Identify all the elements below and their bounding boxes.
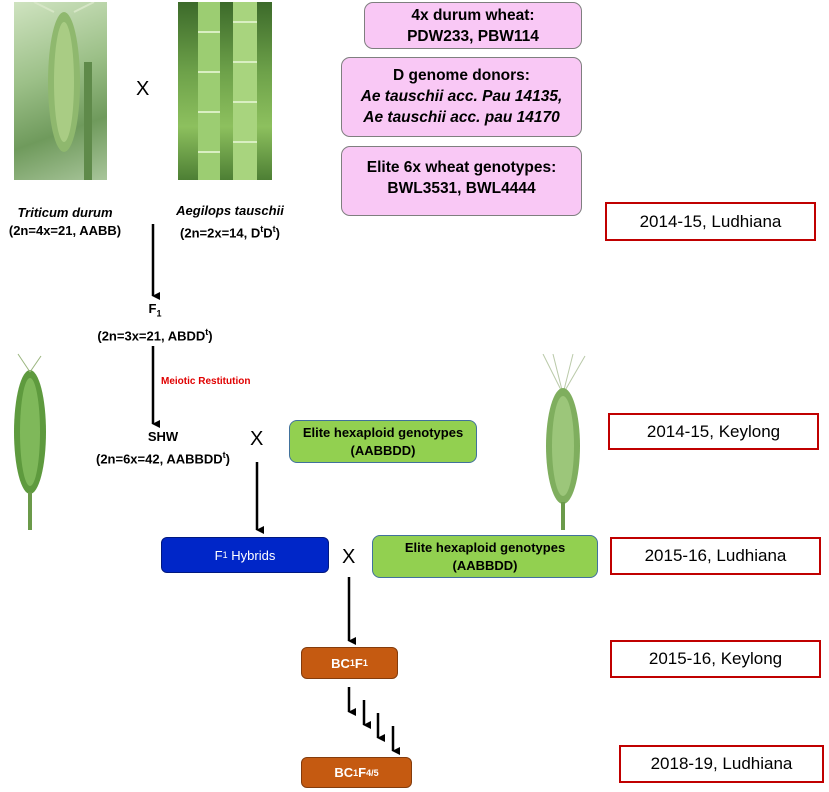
season-box-5: 2018-19, Ludhiana: [619, 745, 824, 783]
f1-label: F1 (2n=3x=21, ABDDt): [80, 300, 230, 345]
durum-name: Triticum durum: [17, 205, 113, 220]
tauschii-formula: (2n=2x=14, DtDt): [180, 224, 280, 241]
d-genome-donors-box: D genome donors: Ae tauschii acc. Pau 14…: [341, 57, 582, 137]
triticum-durum-photo: [14, 2, 107, 180]
season-box-4: 2015-16, Keylong: [610, 640, 821, 678]
shw-spike-photo: [3, 352, 57, 530]
cross-symbol-shw: X: [250, 428, 264, 450]
elite-hexaploid-box-2: Elite hexaploid genotypes (AABBDD): [372, 535, 598, 578]
shw-label: SHW (2n=6x=42, AABBDDt): [78, 428, 248, 468]
season-box-1: 2014-15, Ludhiana: [605, 202, 816, 241]
meiotic-restitution-label: Meiotic Restitution: [161, 376, 251, 387]
elite-hexaploid-spike-photo: [533, 354, 593, 530]
tauschii-name: Aegilops tauschii: [176, 203, 284, 218]
f1-formula: (2n=3x=21, ABDDt): [97, 326, 213, 343]
tauschii-label: Aegilops tauschii (2n=2x=14, DtDt): [165, 202, 295, 242]
f1-title: F1: [148, 301, 162, 319]
shw-formula: (2n=6x=42, AABBDDt): [95, 450, 231, 467]
cross-symbol-parents: X: [136, 78, 150, 100]
durum-label: Triticum durum (2n=4x=21, AABB): [0, 204, 130, 240]
elite-6x-box: Elite 6x wheat genotypes: BWL3531, BWL44…: [341, 146, 582, 216]
season-box-3: 2015-16, Ludhiana: [610, 537, 821, 575]
shw-title: SHW: [147, 429, 179, 444]
season-box-2: 2014-15, Keylong: [608, 413, 819, 450]
elite-hexaploid-box-1: Elite hexaploid genotypes (AABBDD): [289, 420, 477, 463]
durum-wheat-box: 4x durum wheat: PDW233, PBW114: [364, 2, 582, 49]
durum-formula: (2n=4x=21, AABB): [8, 223, 122, 238]
cross-symbol-f1-hybrids: X: [342, 546, 356, 568]
aegilops-tauschii-photo: [178, 2, 272, 180]
